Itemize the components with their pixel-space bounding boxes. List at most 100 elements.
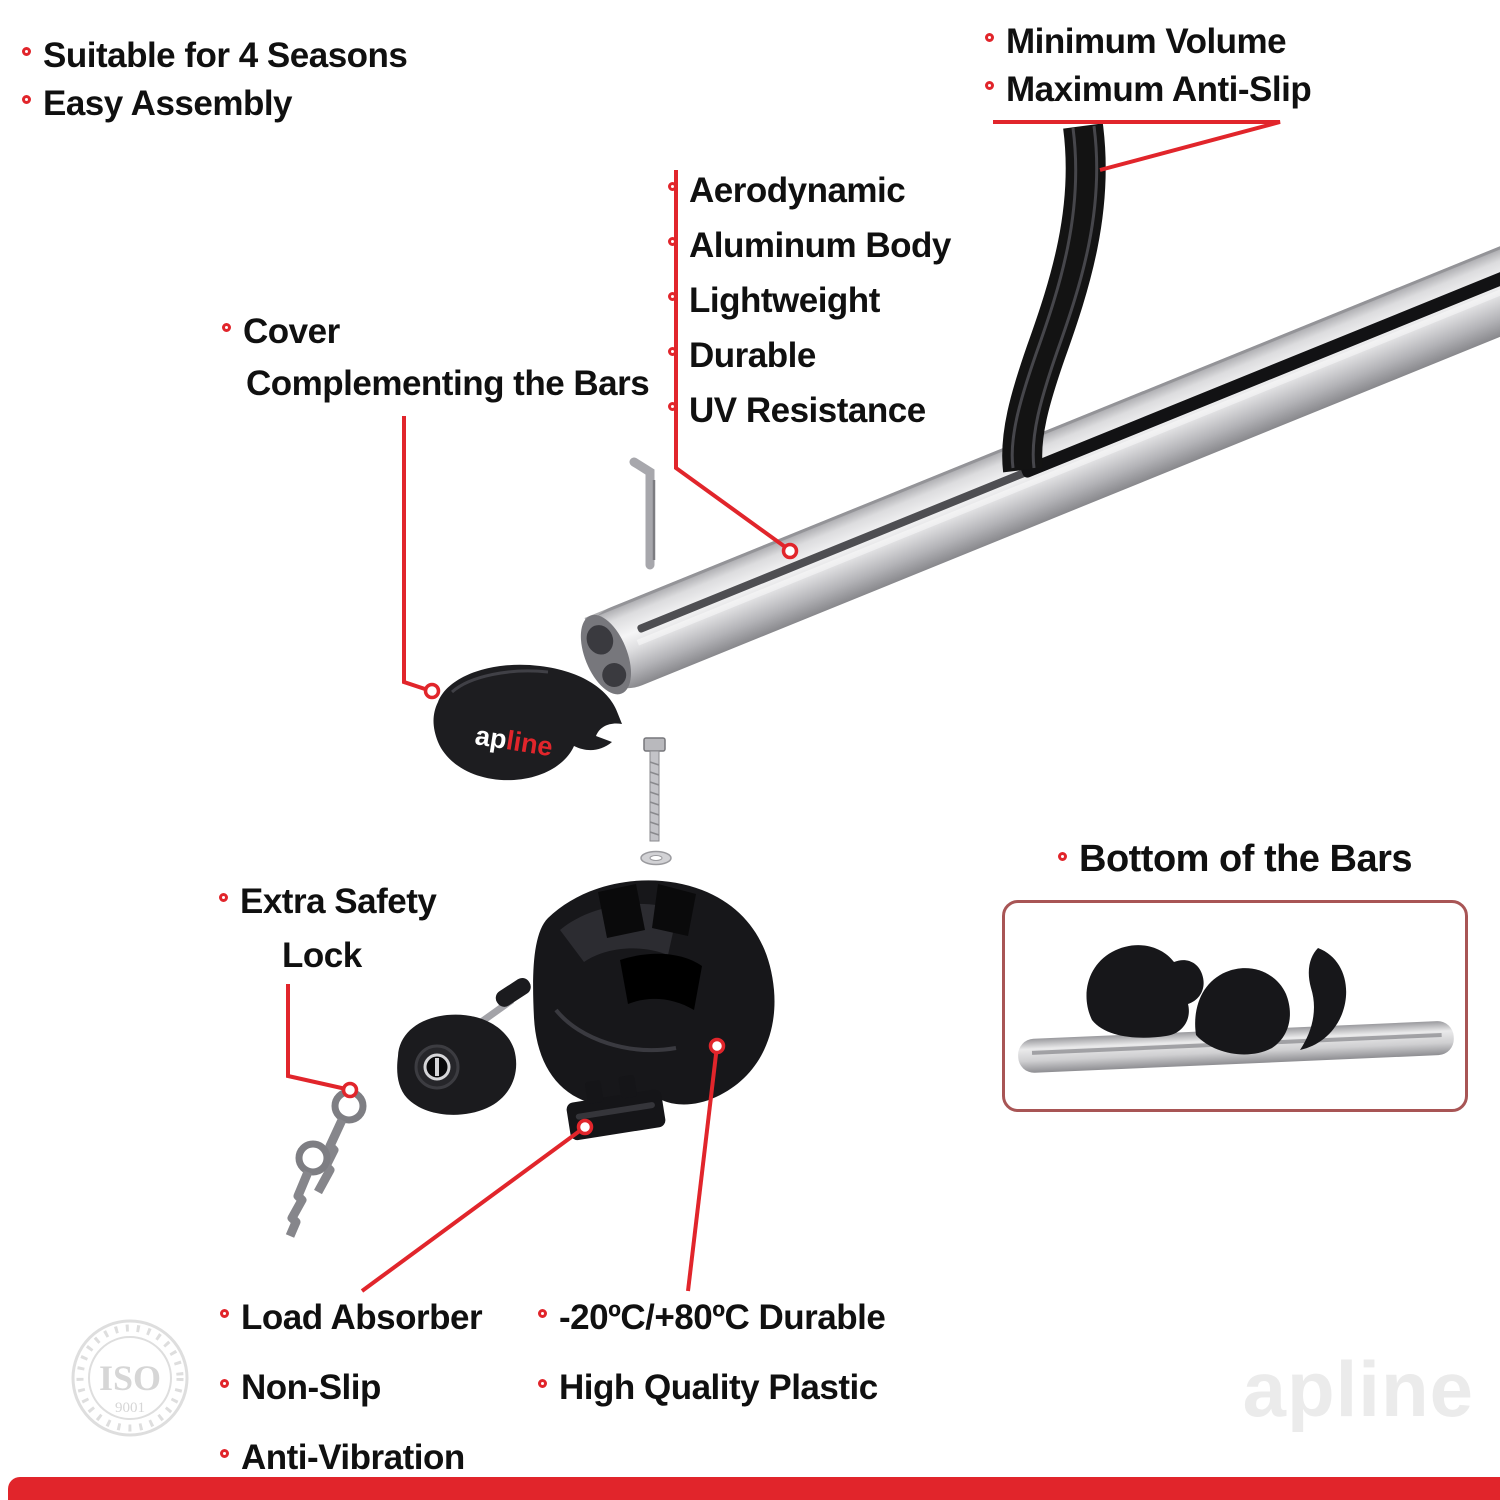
rubber-strip-body — [1002, 123, 1106, 473]
note-label: Easy Assembly — [43, 84, 293, 123]
note-label: Bottom of the Bars — [1079, 838, 1413, 880]
note-label: -20ºC/+80ºC Durable — [559, 1298, 886, 1337]
foot-clamp-highlight — [554, 1008, 677, 1053]
cover-cap: apline — [433, 664, 622, 781]
note-label: Non-Slip — [241, 1368, 381, 1407]
bolt-head — [643, 737, 666, 752]
note-maximum-anti-slip: Maximum Anti-Slip — [985, 70, 1312, 109]
note-minimum-volume: Minimum Volume — [985, 23, 1287, 61]
note-label: High Quality Plastic — [559, 1368, 878, 1407]
connector-load-pad — [360, 1125, 587, 1293]
foot-clamp-slot-right — [652, 884, 696, 936]
bullet-icon — [220, 1449, 229, 1458]
note-label: Aluminum Body — [689, 226, 951, 265]
bullet-icon — [538, 1379, 547, 1388]
note-suitable-4-seasons: Suitable for 4 Seasons — [22, 36, 408, 75]
connector-bar-features — [674, 170, 790, 551]
rubber-strip — [1002, 123, 1106, 473]
allen-key-icon — [629, 457, 656, 570]
rubber-strip-ridge-right — [1031, 125, 1099, 469]
note-label: Suitable for 4 Seasons — [43, 36, 408, 75]
note-extra-safety: Extra Safety — [219, 882, 437, 921]
bolt-threads — [649, 761, 660, 836]
iso-outer-ring — [71, 1319, 189, 1437]
key2-bow — [295, 1140, 331, 1176]
note-cover-line2: Complementing the Bars — [246, 364, 650, 403]
crossbar-channel-strip — [1021, 235, 1500, 478]
note-temperature-durable: -20ºC/+80ºC Durable — [538, 1298, 886, 1337]
key2-blade — [285, 1170, 313, 1238]
lock-pin-knob — [495, 978, 531, 1007]
cover-logo-part1: ap — [473, 720, 509, 755]
note-cover: Cover — [222, 312, 340, 351]
endcap-hole-top — [586, 625, 614, 655]
load-pad-groove — [575, 1102, 655, 1120]
bolt — [643, 737, 666, 842]
iso-inner-ring — [88, 1336, 172, 1420]
bullet-icon — [538, 1309, 547, 1318]
foot-clamp-slot-left — [598, 884, 645, 938]
note-durable: Durable — [668, 336, 816, 375]
note-anti-vibration: Anti-Vibration — [220, 1438, 465, 1477]
lock-key-slot — [435, 1058, 439, 1076]
bullet-icon — [222, 323, 231, 332]
note-load-absorber: Load Absorber — [220, 1298, 483, 1337]
inset-clamp-mid — [1195, 968, 1290, 1055]
foot-clamp-channel — [620, 953, 702, 1010]
load-pad-nub-right — [618, 1074, 637, 1099]
bullet-icon — [219, 893, 228, 902]
iso-gear-ring — [76, 1324, 184, 1432]
cover-cap-highlight — [451, 669, 549, 694]
inset-clamp-left — [1086, 945, 1204, 1038]
load-pad — [566, 1074, 666, 1141]
allen-key-shape — [629, 457, 655, 570]
note-non-slip: Non-Slip — [220, 1368, 381, 1407]
connector-cover — [402, 416, 429, 692]
note-label: Cover — [243, 312, 340, 351]
connector-dot-cover — [423, 682, 441, 700]
note-bottom-of-bars: Bottom of the Bars — [1058, 838, 1413, 880]
note-label: Maximum Anti-Slip — [1006, 70, 1312, 109]
cover-logo: apline — [473, 720, 555, 762]
note-label: Load Absorber — [241, 1298, 483, 1337]
washer-hole — [649, 855, 663, 861]
crossbar-highlight — [636, 248, 1500, 646]
note-label: Durable — [689, 336, 816, 375]
note-uv-resistance: UV Resistance — [668, 392, 926, 430]
load-pad-nub-left — [584, 1080, 604, 1104]
crossbar — [584, 211, 1500, 689]
rubber-strip-ridge-left — [1010, 127, 1078, 469]
iso-subtext: 9001 — [115, 1400, 145, 1416]
cover-cap-body — [433, 664, 622, 781]
bullet-icon — [22, 95, 31, 104]
iso-9001-badge: ISO 9001 — [71, 1319, 189, 1437]
note-high-quality-plastic: High Quality Plastic — [538, 1368, 878, 1407]
iso-text: ISO — [99, 1358, 161, 1398]
note-label: Complementing the Bars — [246, 364, 650, 403]
note-aluminum-body: Aluminum Body — [668, 226, 951, 265]
note-label: Aerodynamic — [689, 171, 906, 210]
bolt-shaft — [649, 750, 660, 842]
connector-dot-temperature — [708, 1037, 726, 1055]
keys-icon — [285, 1088, 367, 1238]
note-lightweight: Lightweight — [668, 281, 880, 320]
inset-strip-curl — [1300, 948, 1347, 1050]
note-label: Extra Safety — [240, 882, 437, 921]
bullet-icon — [1058, 852, 1067, 861]
note-label: Lightweight — [689, 281, 880, 320]
bullet-icon — [668, 347, 677, 356]
bottom-bars-panel — [1002, 900, 1468, 1112]
bullet-icon — [22, 47, 31, 56]
bullet-icon — [220, 1309, 229, 1318]
crossbar-channel — [637, 468, 1028, 633]
note-label: Lock — [282, 936, 362, 975]
connector-dot-bar — [781, 542, 799, 560]
crossbar-endcap — [580, 614, 631, 695]
connector-top-right — [993, 120, 1281, 172]
bullet-icon — [668, 292, 677, 301]
connector-dot-lock — [341, 1081, 359, 1099]
note-label: Anti-Vibration — [241, 1438, 465, 1477]
cover-logo-part2: line — [504, 725, 555, 762]
